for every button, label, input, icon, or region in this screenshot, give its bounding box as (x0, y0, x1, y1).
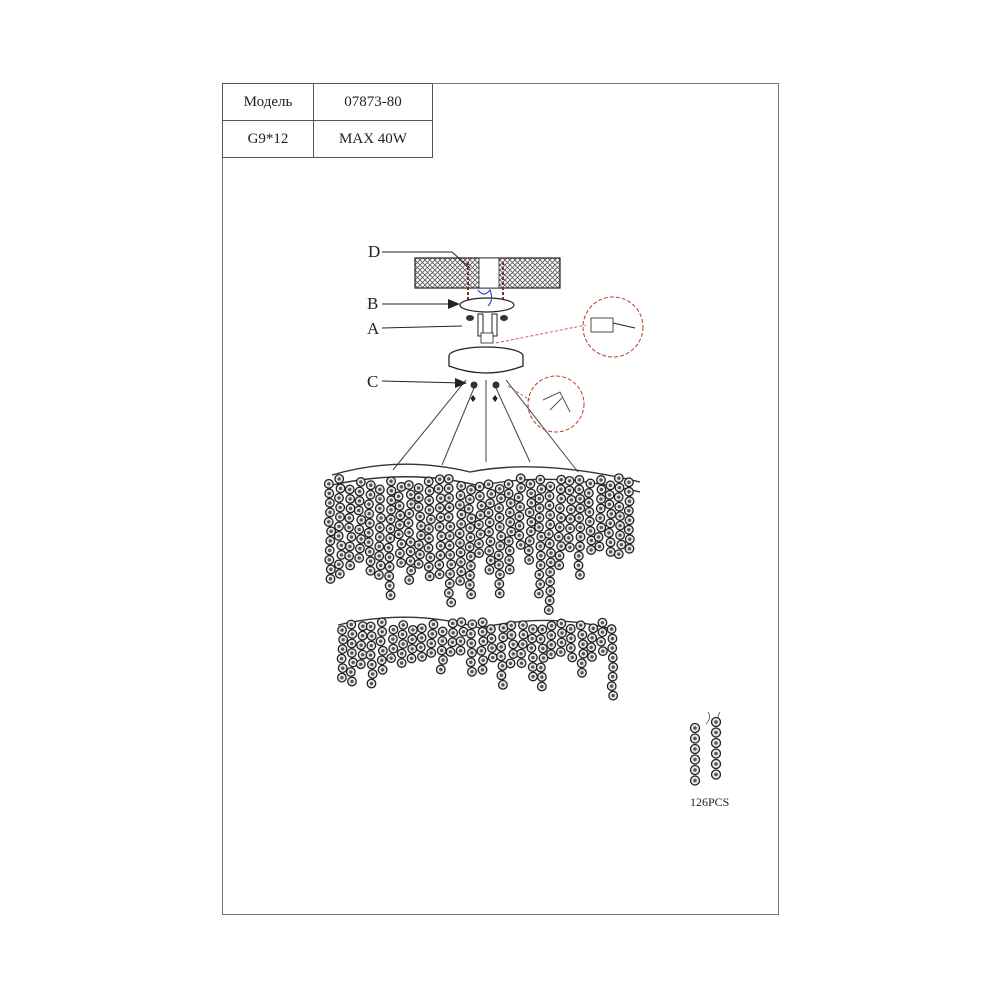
spec-row-bulb: G9*12 MAX 40W (222, 120, 433, 158)
callout-d-label: D (368, 242, 380, 261)
callout-a: A (367, 319, 463, 338)
callout-c: C (367, 372, 467, 391)
mounting-plate (459, 288, 515, 313)
instruction-sheet-border (222, 83, 779, 915)
callout-c-label: C (367, 372, 378, 391)
mounting-screws (466, 313, 508, 344)
wire-connector-detail (495, 296, 644, 358)
suspension-cables (392, 379, 579, 473)
spec-row-model: Модель 07873-80 (222, 83, 433, 121)
svg-text:♦: ♦ (470, 391, 476, 405)
spec-table: Модель 07873-80 G9*12 MAX 40W (222, 83, 433, 158)
callout-b-label: B (367, 294, 378, 313)
spare-crystal-strand-icon (689, 711, 722, 786)
ceiling-block (414, 257, 561, 300)
callout-a-label: A (367, 319, 380, 338)
crystal-count-label: 126PCS (690, 795, 729, 809)
max-power: MAX 40W (313, 120, 433, 158)
svg-text:♦: ♦ (492, 391, 498, 405)
fixing-nuts: ♦ ♦ (470, 381, 500, 405)
cable-clamp-detail (507, 375, 585, 433)
crystal-strands (323, 473, 635, 701)
canopy (448, 346, 524, 374)
callout-b: B (367, 294, 460, 313)
model-value: 07873-80 (313, 83, 433, 121)
callout-d: D (368, 242, 471, 269)
